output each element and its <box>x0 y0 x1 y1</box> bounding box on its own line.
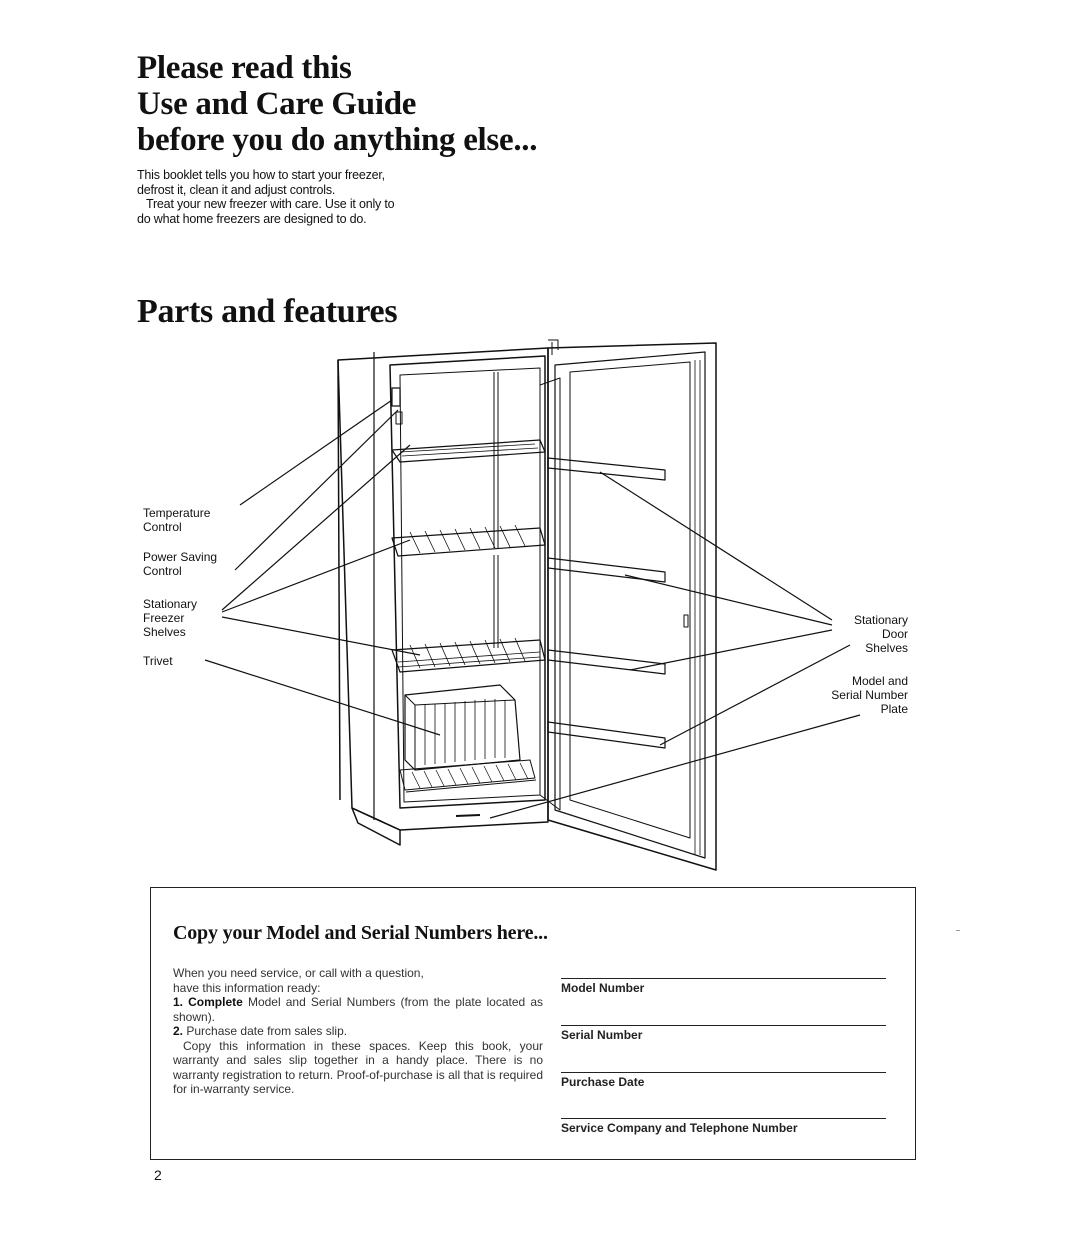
model-number-field[interactable]: Model Number <box>561 978 886 995</box>
box-heading: Copy your Model and Serial Numbers here.… <box>173 922 548 944</box>
main-title: Please read this Use and Care Guide befo… <box>137 50 537 158</box>
item-bold: Complete <box>188 995 243 1009</box>
field-caption: Service Company and Telephone Number <box>561 1121 798 1135</box>
label-line: Freezer <box>143 611 185 625</box>
intro-line: defrost it, clean it and adjust controls… <box>137 182 336 197</box>
field-caption: Model Number <box>561 981 645 995</box>
freezer-shelves <box>391 439 546 673</box>
label-line: Shelves <box>143 625 186 639</box>
item-text: Purchase date from sales slip. <box>186 1024 348 1038</box>
label-line: Serial Number <box>831 688 908 702</box>
serial-number-box: Copy your Model and Serial Numbers here.… <box>150 887 916 1160</box>
instruction-line: have this information ready: <box>173 980 321 995</box>
item-number: 2. <box>173 1024 184 1038</box>
label-serial-plate: Model and Serial Number Plate <box>788 674 908 716</box>
margin-mark <box>956 930 960 931</box>
page-number: 2 <box>154 1167 162 1183</box>
instruction-item-2: 2. Purchase date from sales slip. <box>173 1024 543 1039</box>
label-freezer-shelves: Stationary Freezer Shelves <box>143 597 197 639</box>
parts-heading: Parts and features <box>137 293 398 330</box>
freezer-cabinet <box>337 347 549 846</box>
box-instructions: When you need service, or call with a qu… <box>173 966 543 1097</box>
label-temperature-control: Temperature Control <box>143 506 210 534</box>
item-text: Model and Serial Numbers (from the plate… <box>173 995 543 1024</box>
intro-line: This booklet tells you how to start your… <box>137 168 385 182</box>
title-line-1: Please read this <box>137 50 352 86</box>
label-line: Shelves <box>865 641 908 655</box>
label-line: Stationary <box>853 613 908 627</box>
instruction-item-1: 1. Complete Model and Serial Numbers (fr… <box>173 995 543 1024</box>
label-trivet: Trivet <box>143 654 173 668</box>
label-line: Control <box>143 564 182 578</box>
intro-text: This booklet tells you how to start your… <box>137 168 497 226</box>
label-line: Plate <box>880 702 908 716</box>
field-line <box>561 978 886 979</box>
label-line: Door <box>881 627 908 641</box>
instruction-line: When you need service, or call with a qu… <box>173 966 424 980</box>
label-line: Model and <box>851 674 908 688</box>
serial-number-field[interactable]: Serial Number <box>561 1025 886 1042</box>
freezer-diagram <box>204 339 861 871</box>
label-line: Trivet <box>143 654 173 668</box>
intro-line: do what home freezers are designed to do… <box>137 211 367 226</box>
freezer-door <box>539 339 717 871</box>
intro-line: Treat your new freezer with care. Use it… <box>146 197 395 211</box>
purchase-date-field[interactable]: Purchase Date <box>561 1072 886 1089</box>
field-caption: Serial Number <box>561 1028 643 1042</box>
label-line: Temperature <box>143 506 211 520</box>
item-number: 1. <box>173 995 184 1009</box>
right-callout-lines <box>489 471 861 819</box>
label-line: Stationary <box>143 597 198 611</box>
label-door-shelves: Stationary Door Shelves <box>808 613 908 655</box>
freezer-basket <box>404 684 521 771</box>
field-caption: Purchase Date <box>561 1075 645 1089</box>
door-shelves <box>547 457 666 749</box>
field-line <box>561 1118 886 1119</box>
left-callout-lines <box>204 399 441 736</box>
label-power-saving-control: Power Saving Control <box>143 550 217 578</box>
title-line-3: before you do anything else... <box>137 122 538 158</box>
closing-paragraph: Copy this information in these spaces. K… <box>173 1038 543 1097</box>
label-line: Control <box>143 520 182 534</box>
field-line <box>561 1025 886 1026</box>
title-line-2: Use and Care Guide <box>137 86 417 122</box>
label-line: Power Saving <box>143 550 218 564</box>
service-company-field[interactable]: Service Company and Telephone Number <box>561 1118 886 1135</box>
field-line <box>561 1072 886 1073</box>
trivet <box>399 759 537 817</box>
